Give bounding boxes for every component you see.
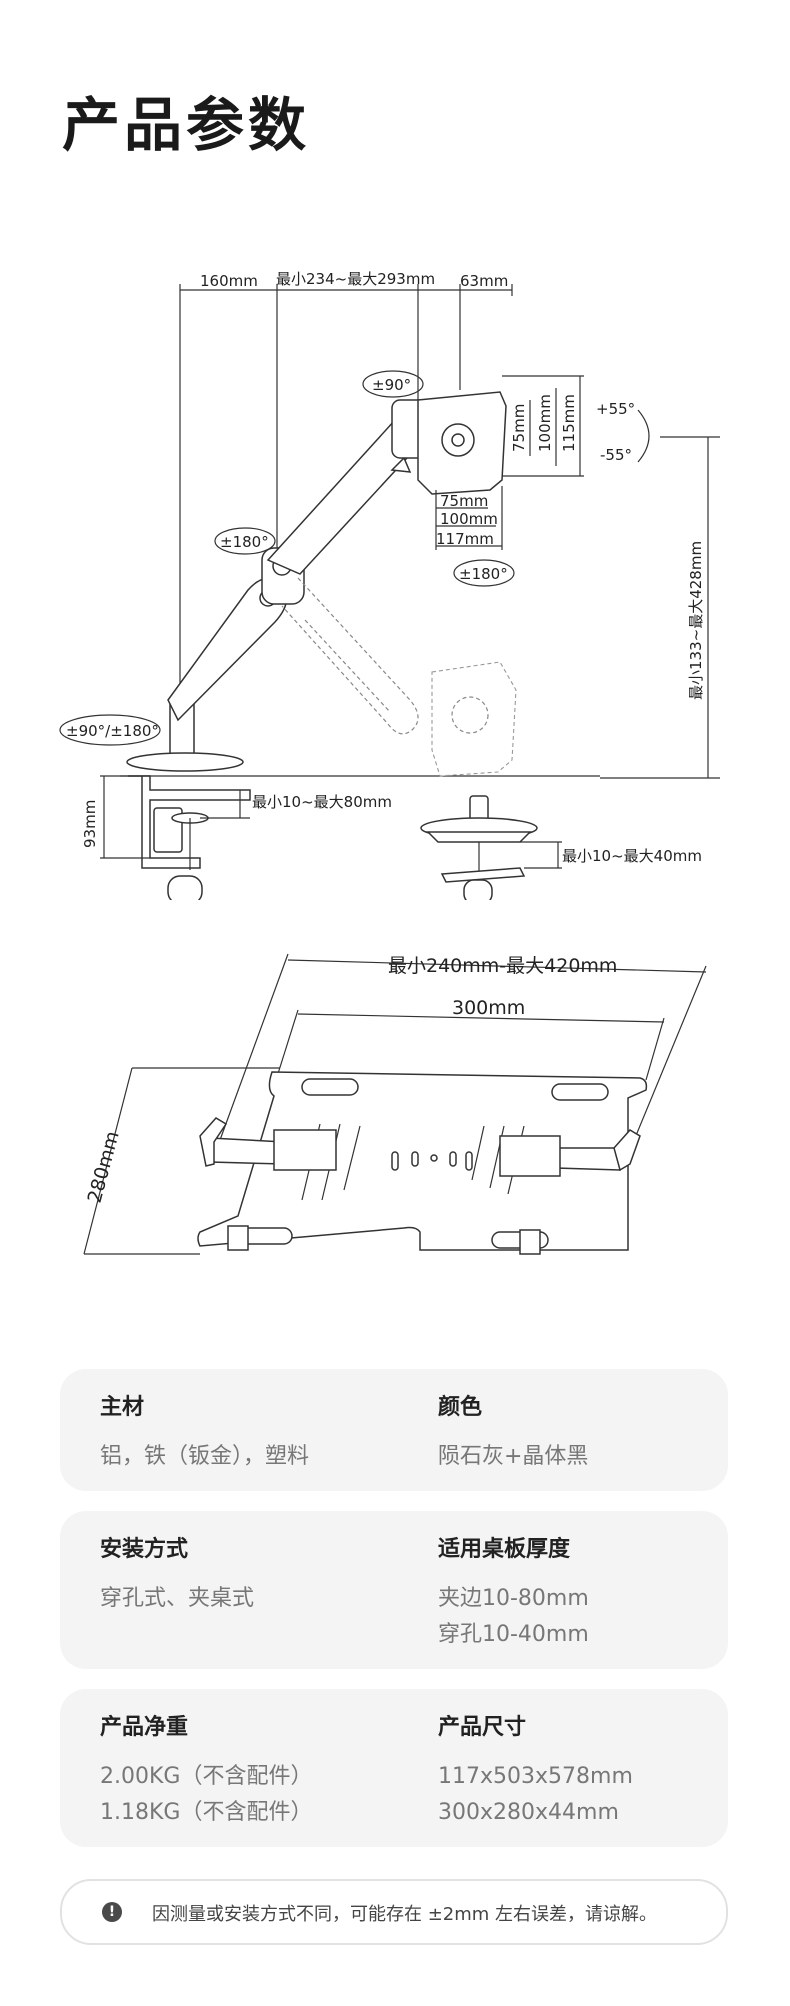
- tilt-down-label: -55°: [600, 446, 632, 464]
- dim-arm-extension: 最小234~最大293mm: [276, 270, 435, 288]
- spec-material: 主材 铝，铁（钣金），塑料: [100, 1395, 309, 1475]
- spec-card-material-color: 主材 铝，铁（钣金），塑料 颜色 陨石灰+晶体黑: [60, 1369, 728, 1491]
- rotate-base-label: ±90°/±180°: [66, 722, 159, 740]
- notice-text: 因测量或安装方式不同，可能存在 ±2mm 左右误差，请谅解。: [152, 1904, 658, 1925]
- spec-value: 2.00KG（不含配件）: [100, 1764, 313, 1790]
- dim-vesa-horizontal-117: 117mm: [436, 530, 494, 548]
- page-title: 产品参数: [62, 91, 311, 159]
- rotate-elbow-label: ±180°: [220, 533, 269, 551]
- spec-value: 铝，铁（钣金），塑料: [100, 1444, 310, 1470]
- dim-vesa-vertical-75: 75mm: [510, 404, 528, 452]
- spec-card-weight-size: 产品净重 2.00KG（不含配件） 1.18KG（不含配件） 产品尺寸 117x…: [60, 1689, 728, 1847]
- dim-vesa-depth: 63mm: [460, 272, 508, 290]
- dim-grommet-range: 最小10~最大40mm: [562, 847, 702, 865]
- spec-value: 夹边10-80mm: [438, 1586, 589, 1612]
- rotate-top-label: ±90°: [372, 376, 411, 394]
- spec-value: 穿孔10-40mm: [438, 1622, 589, 1648]
- spec-label: 主材: [100, 1395, 145, 1420]
- monitor-arm-diagram: 160mm 最小234~最大293mm 63mm 最小133~最大428mm 9…: [59, 270, 720, 900]
- laptop-tray-diagram: 最小240mm-最大420mm 300mm 280mm: [83, 953, 707, 1255]
- spec-value: 1.18KG（不含配件）: [100, 1800, 313, 1826]
- spec-value: 117x503x578mm: [438, 1764, 633, 1790]
- spec-value: 陨石灰+晶体黑: [438, 1444, 589, 1470]
- tilt-up-label: +55°: [596, 400, 635, 418]
- spec-value: 穿孔式、夹桌式: [100, 1586, 255, 1612]
- dim-vesa-horizontal-75: 75mm: [440, 492, 488, 510]
- spec-product-size: 产品尺寸 117x503x578mm 300x280x44mm: [438, 1715, 633, 1831]
- dim-base-offset: 160mm: [200, 272, 258, 290]
- rotate-head-label: ±180°: [459, 565, 508, 583]
- dim-depth: 280mm: [84, 1129, 124, 1205]
- spec-label: 产品净重: [100, 1715, 189, 1740]
- exclamation-icon: !: [102, 1902, 122, 1922]
- spec-card-mounting: 安装方式 穿孔式、夹桌式 适用桌板厚度 夹边10-80mm 穿孔10-40mm: [60, 1511, 728, 1669]
- dim-plate-width: 300mm: [452, 997, 525, 1019]
- spec-label: 适用桌板厚度: [438, 1537, 571, 1562]
- spec-label: 颜色: [438, 1395, 483, 1420]
- spec-label: 安装方式: [100, 1537, 189, 1562]
- dim-width-range: 最小240mm-最大420mm: [388, 955, 617, 977]
- spec-value: 300x280x44mm: [438, 1800, 619, 1826]
- dim-clamp-range: 最小10~最大80mm: [252, 793, 392, 811]
- spec-net-weight: 产品净重 2.00KG（不含配件） 1.18KG（不含配件）: [100, 1715, 312, 1831]
- error-notice: ! 因测量或安装方式不同，可能存在 ±2mm 左右误差，请谅解。: [60, 1879, 728, 1945]
- spec-label: 产品尺寸: [438, 1715, 527, 1740]
- dim-vesa-vertical-115: 115mm: [560, 394, 578, 452]
- dim-vesa-vertical-100: 100mm: [536, 394, 554, 452]
- dim-vesa-horizontal-100: 100mm: [440, 510, 498, 528]
- spec-color: 颜色 陨石灰+晶体黑: [438, 1395, 588, 1475]
- spec-mounting-method: 安装方式 穿孔式、夹桌式: [100, 1537, 254, 1617]
- spec-desk-thickness: 适用桌板厚度 夹边10-80mm 穿孔10-40mm: [438, 1537, 589, 1653]
- dim-height: 最小133~最大428mm: [687, 541, 705, 700]
- dim-clamp-height: 93mm: [81, 800, 99, 848]
